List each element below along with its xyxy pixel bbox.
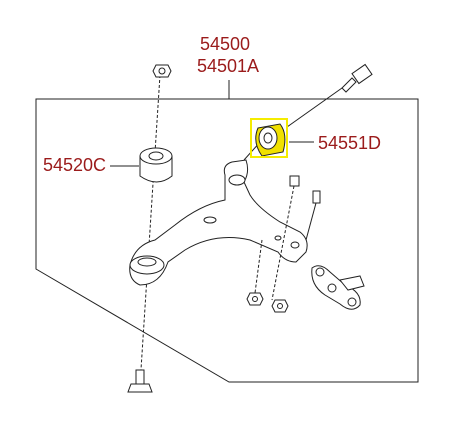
highlight-box — [250, 118, 288, 158]
top-bolt-leader — [286, 87, 343, 128]
vertical-bolt-1 — [271, 175, 321, 301]
right-bushing-part — [255, 123, 286, 157]
part-number-54500: 54500 — [200, 34, 251, 54]
part-number-54501a: 54501A — [197, 56, 260, 76]
bottom-bolt-part — [127, 369, 153, 393]
part-number-54520c: 54520C — [43, 155, 107, 175]
ball-joint-bracket — [311, 265, 365, 310]
left-bolt-axis — [139, 74, 161, 386]
part-number-54551d: 54551D — [318, 133, 382, 153]
lower-nut-left — [246, 292, 264, 306]
top-nut-part — [152, 64, 172, 78]
control-arm-part — [129, 159, 308, 286]
left-bushing-part — [139, 147, 173, 183]
assembly-boundary — [35, 98, 419, 383]
top-bolt-part — [341, 63, 373, 93]
lower-nut-right — [271, 299, 289, 313]
